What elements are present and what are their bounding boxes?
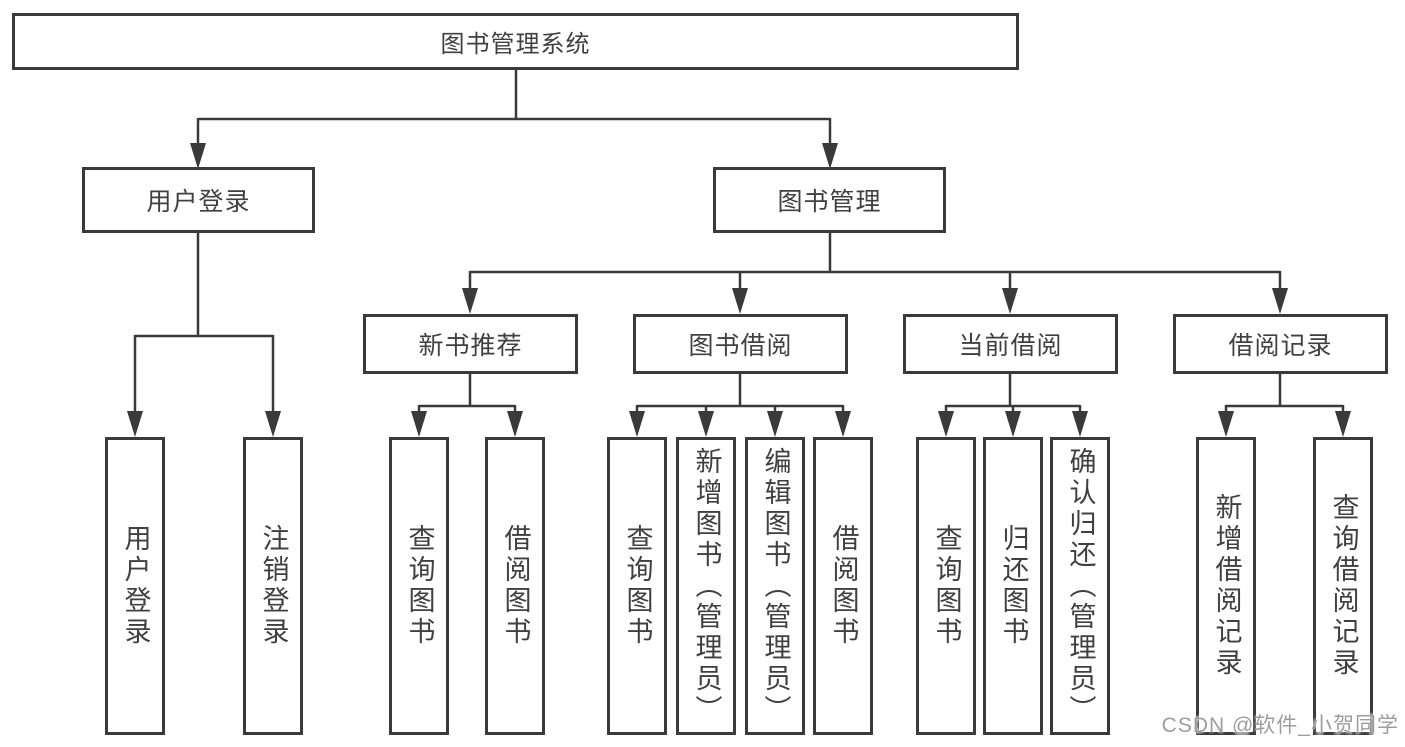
leaf-confirm-return-admin: 确认归还（管理员） <box>1050 437 1110 735</box>
leaf-query-books-current: 查询图书 <box>916 437 976 735</box>
node-book-management: 图书管理 <box>713 167 946 233</box>
node-book-borrowing: 图书借阅 <box>633 314 848 374</box>
leaf-query-borrow-record: 查询借阅记录 <box>1313 437 1373 735</box>
leaf-query-books-recommend: 查询图书 <box>389 437 449 735</box>
node-user-login: 用户登录 <box>82 167 315 233</box>
leaf-add-borrow-record: 新增借阅记录 <box>1196 437 1256 735</box>
connector-lines <box>133 70 1345 413</box>
csdn-watermark: CSDN @软件_小贺同学 <box>1161 714 1399 737</box>
leaf-return-books: 归还图书 <box>983 437 1043 735</box>
leaf-add-books-admin: 新增图书（管理员） <box>676 437 736 735</box>
node-borrowing-records: 借阅记录 <box>1173 314 1388 374</box>
leaf-borrow-books-borrowing: 借阅图书 <box>813 437 873 735</box>
leaf-user-login: 用户登录 <box>105 437 165 735</box>
node-root-library-system: 图书管理系统 <box>12 13 1019 70</box>
node-new-book-recommend: 新书推荐 <box>363 314 578 374</box>
leaf-edit-books-admin: 编辑图书（管理员） <box>745 437 805 735</box>
leaf-query-books-borrowing: 查询图书 <box>607 437 667 735</box>
node-current-borrowing: 当前借阅 <box>903 314 1118 374</box>
leaf-logout: 注销登录 <box>243 437 303 735</box>
arrowhead-icons <box>127 143 1351 437</box>
leaf-borrow-books-recommend: 借阅图书 <box>485 437 545 735</box>
